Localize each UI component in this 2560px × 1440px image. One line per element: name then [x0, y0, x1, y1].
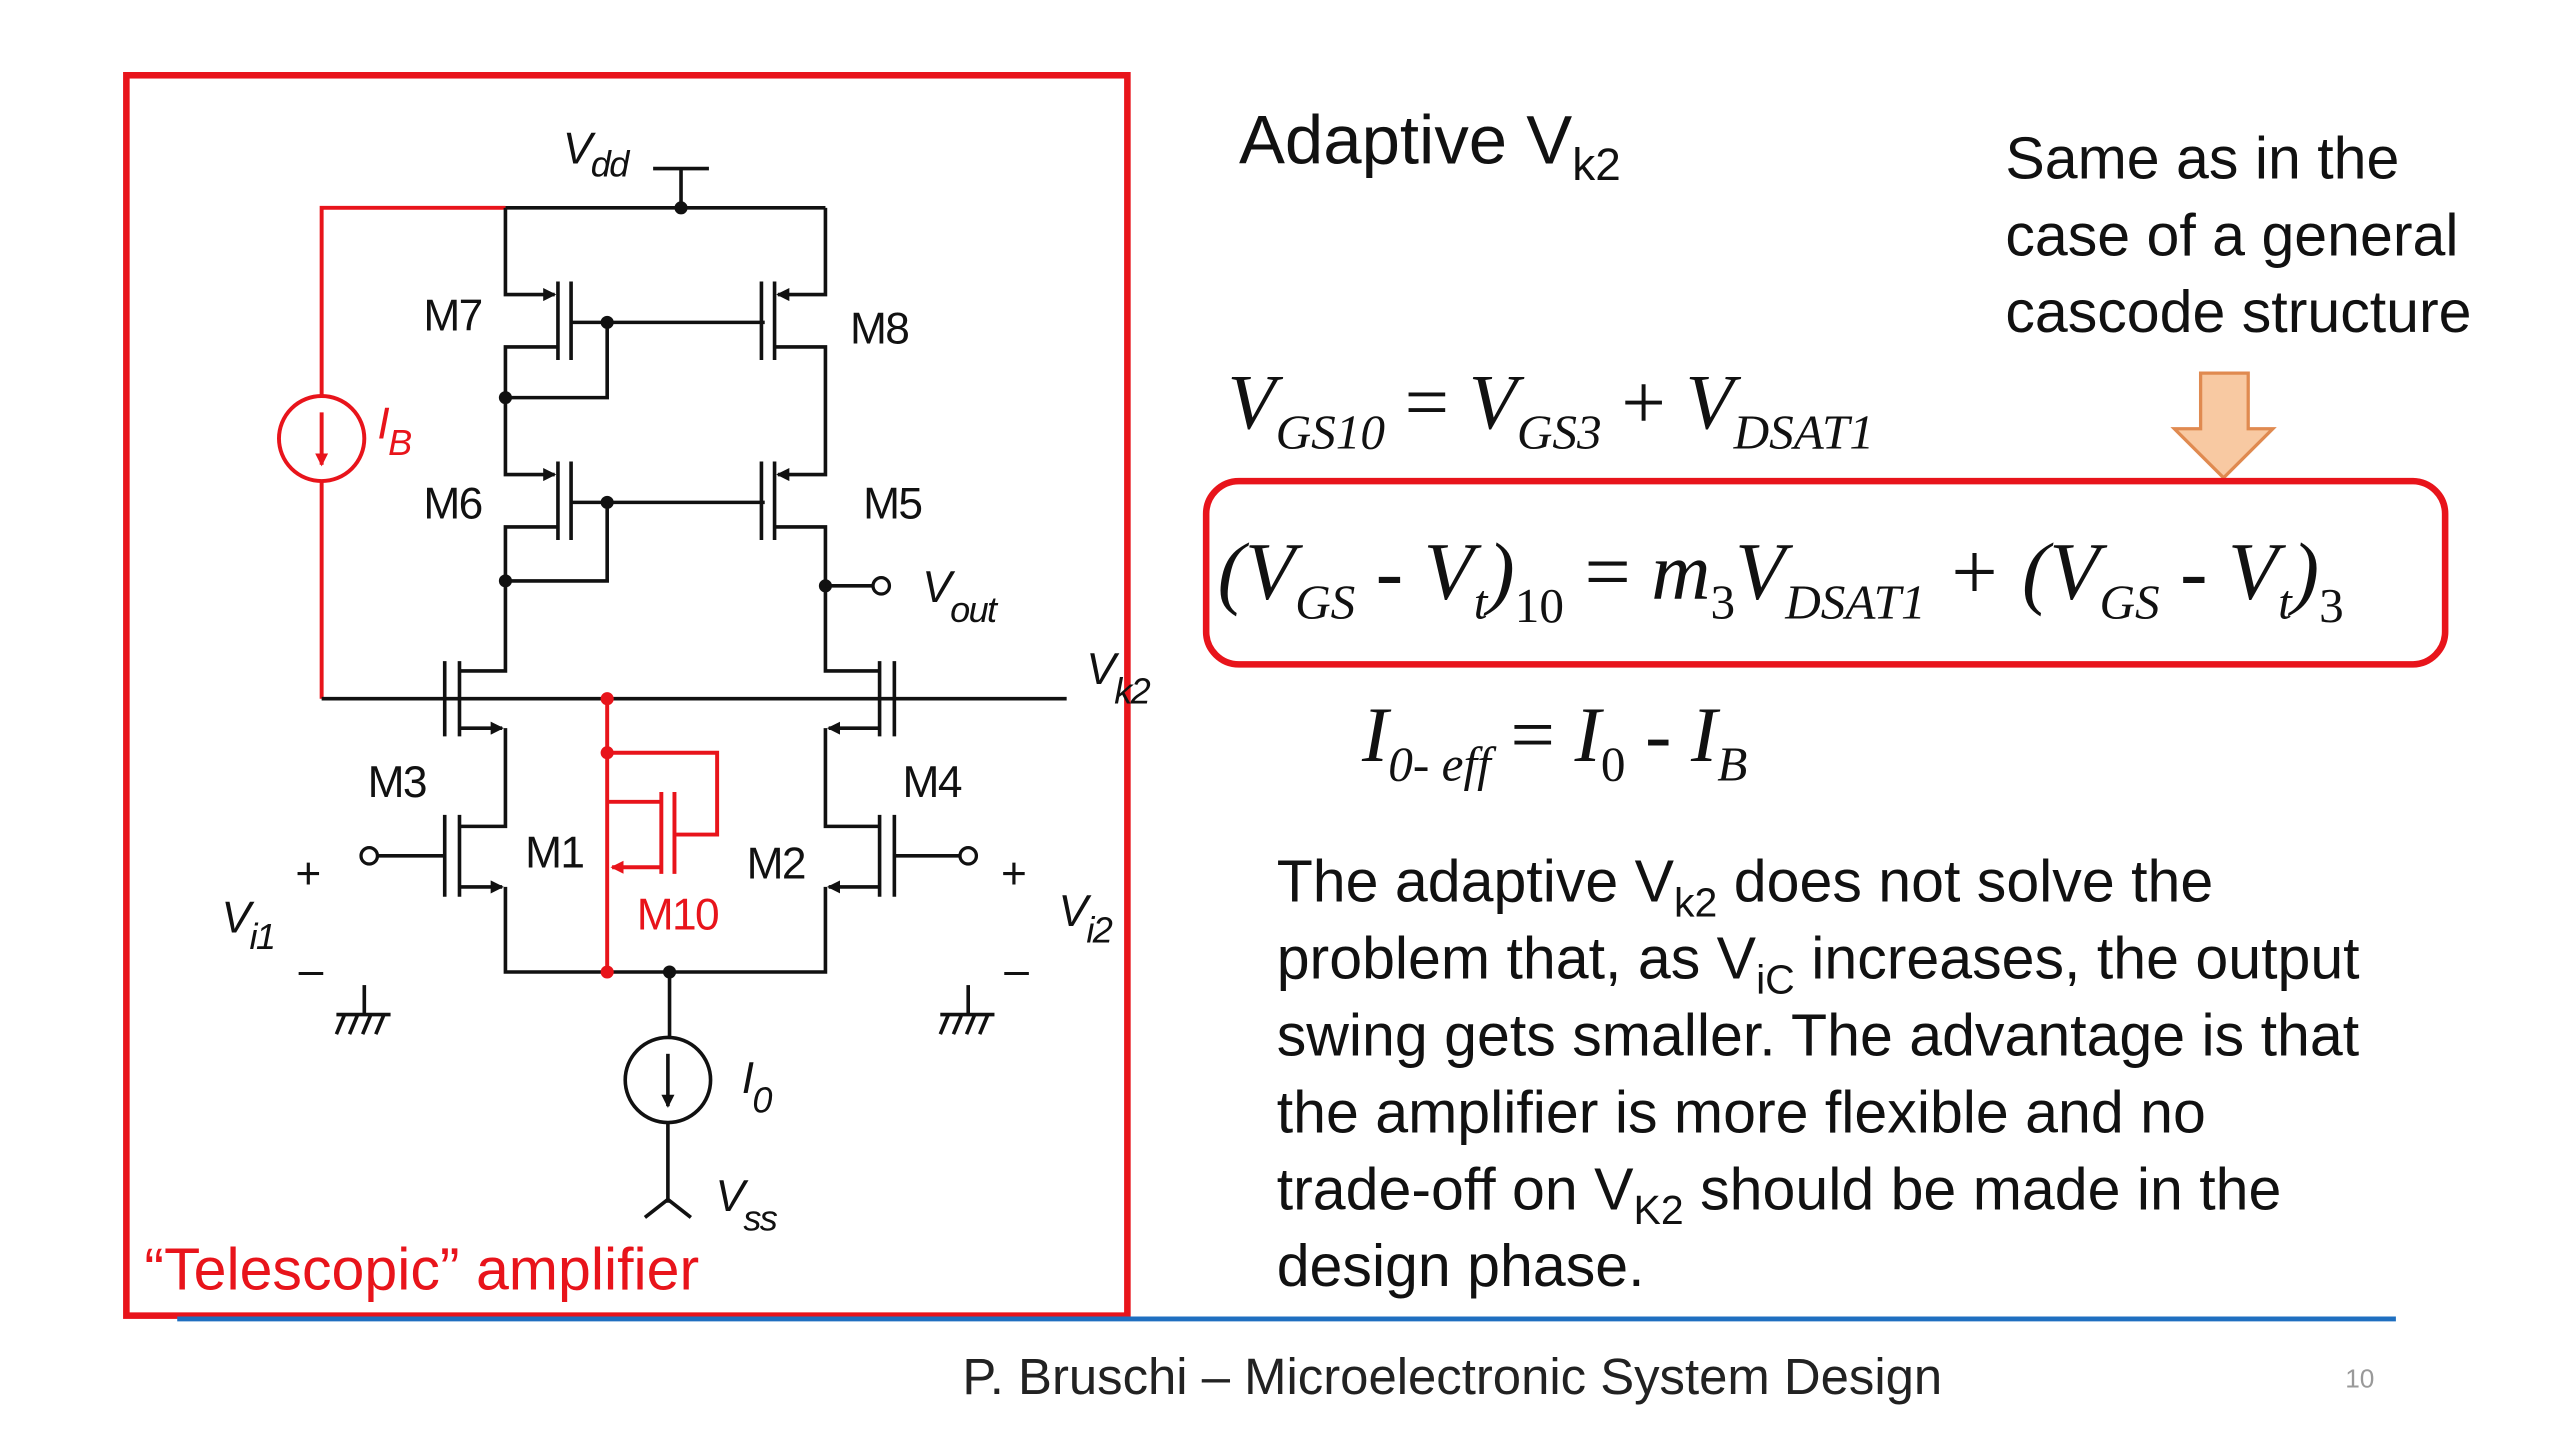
ground-icon [334, 985, 391, 1035]
vi1-minus: – [299, 946, 324, 995]
body-paragraph: The adaptive Vk2 does not solve the prob… [1277, 849, 2360, 1299]
svg-text:trade-off on VK2 should be mad: trade-off on VK2 should be made in the [1277, 1156, 2282, 1233]
vk2-sub: k2 [1114, 671, 1150, 712]
svg-text:Vk2: Vk2 [1086, 645, 1150, 712]
highlight-box [1202, 477, 2449, 668]
vss-sub: ss [743, 1198, 777, 1239]
vi2-sub: i2 [1086, 910, 1112, 951]
slide-title-sub: k2 [1572, 138, 1621, 190]
ib-label: I [377, 400, 389, 449]
vdd-sub: dd [591, 144, 630, 185]
ground-icon [938, 985, 995, 1035]
svg-text:Vout: Vout [922, 563, 999, 630]
label-m5: M5 [863, 480, 921, 529]
label-m10: M10 [637, 891, 718, 940]
svg-text:problem that, as ViC increases: problem that, as ViC increases, the outp… [1277, 926, 2360, 1003]
svg-text:the amplifier is more flexible: the amplifier is more flexible and no [1277, 1079, 2206, 1145]
footer-text: P. Bruschi – Microelectronic System Desi… [962, 1348, 1942, 1405]
i0-label: I [742, 1054, 754, 1103]
svg-text:design phase.: design phase. [1277, 1233, 1645, 1299]
label-m8: M8 [850, 305, 908, 354]
vi1-sub: i1 [249, 916, 274, 957]
circuit-frame [123, 72, 1131, 1319]
i0-sub: 0 [752, 1080, 772, 1121]
equation-i0-eff: I0- eff = I0 - IB [1361, 692, 1747, 792]
equation-overdrive: (VGS - Vt)10 = m3VDSAT1 + (VGS - Vt)3 [1218, 526, 2344, 633]
vi2-minus: – [1004, 946, 1029, 995]
circuit-caption: “Telescopic” amplifier [144, 1237, 699, 1303]
label-m6: M6 [423, 480, 481, 529]
svg-text:I0: I0 [742, 1054, 773, 1121]
page-number: 10 [2345, 1364, 2374, 1394]
down-arrow-icon [2170, 371, 2277, 481]
vout-sub: out [950, 589, 999, 630]
label-m4: M4 [903, 758, 962, 807]
svg-text:Vss: Vss [715, 1172, 777, 1239]
note-line: case of a general [2005, 202, 2458, 268]
ib-sub: B [388, 422, 411, 463]
label-m1: M1 [525, 828, 583, 877]
note-line: Same as in the [2005, 125, 2399, 191]
svg-text:The adaptive Vk2 does not solv: The adaptive Vk2 does not solve the [1277, 849, 2214, 926]
svg-text:Vi2: Vi2 [1058, 887, 1112, 950]
svg-text:swing gets smaller. The advant: swing gets smaller. The advantage is tha… [1277, 1003, 2359, 1069]
label-m2: M2 [747, 840, 805, 889]
label-m7: M7 [423, 292, 481, 341]
svg-text:Vi1: Vi1 [222, 894, 275, 957]
label-m3: M3 [368, 758, 426, 807]
vi2-plus: + [1001, 850, 1025, 899]
svg-text:IB: IB [377, 400, 411, 463]
svg-text:Vdd: Vdd [563, 125, 630, 185]
slide-title: Adaptive V [1239, 102, 1572, 179]
circuit-schematic: Vdd M7 M8 M6 M5 M3 M4 M1 M2 M10 Vout Vk2… [222, 125, 1153, 1239]
svg-text:Adaptive Vk2: Adaptive Vk2 [1239, 102, 1621, 190]
equation-vgs10: VGS10 = VGS3 + VDSAT1 [1227, 360, 1873, 460]
note-line: cascode structure [2005, 279, 2471, 345]
vi1-plus: + [295, 850, 319, 899]
